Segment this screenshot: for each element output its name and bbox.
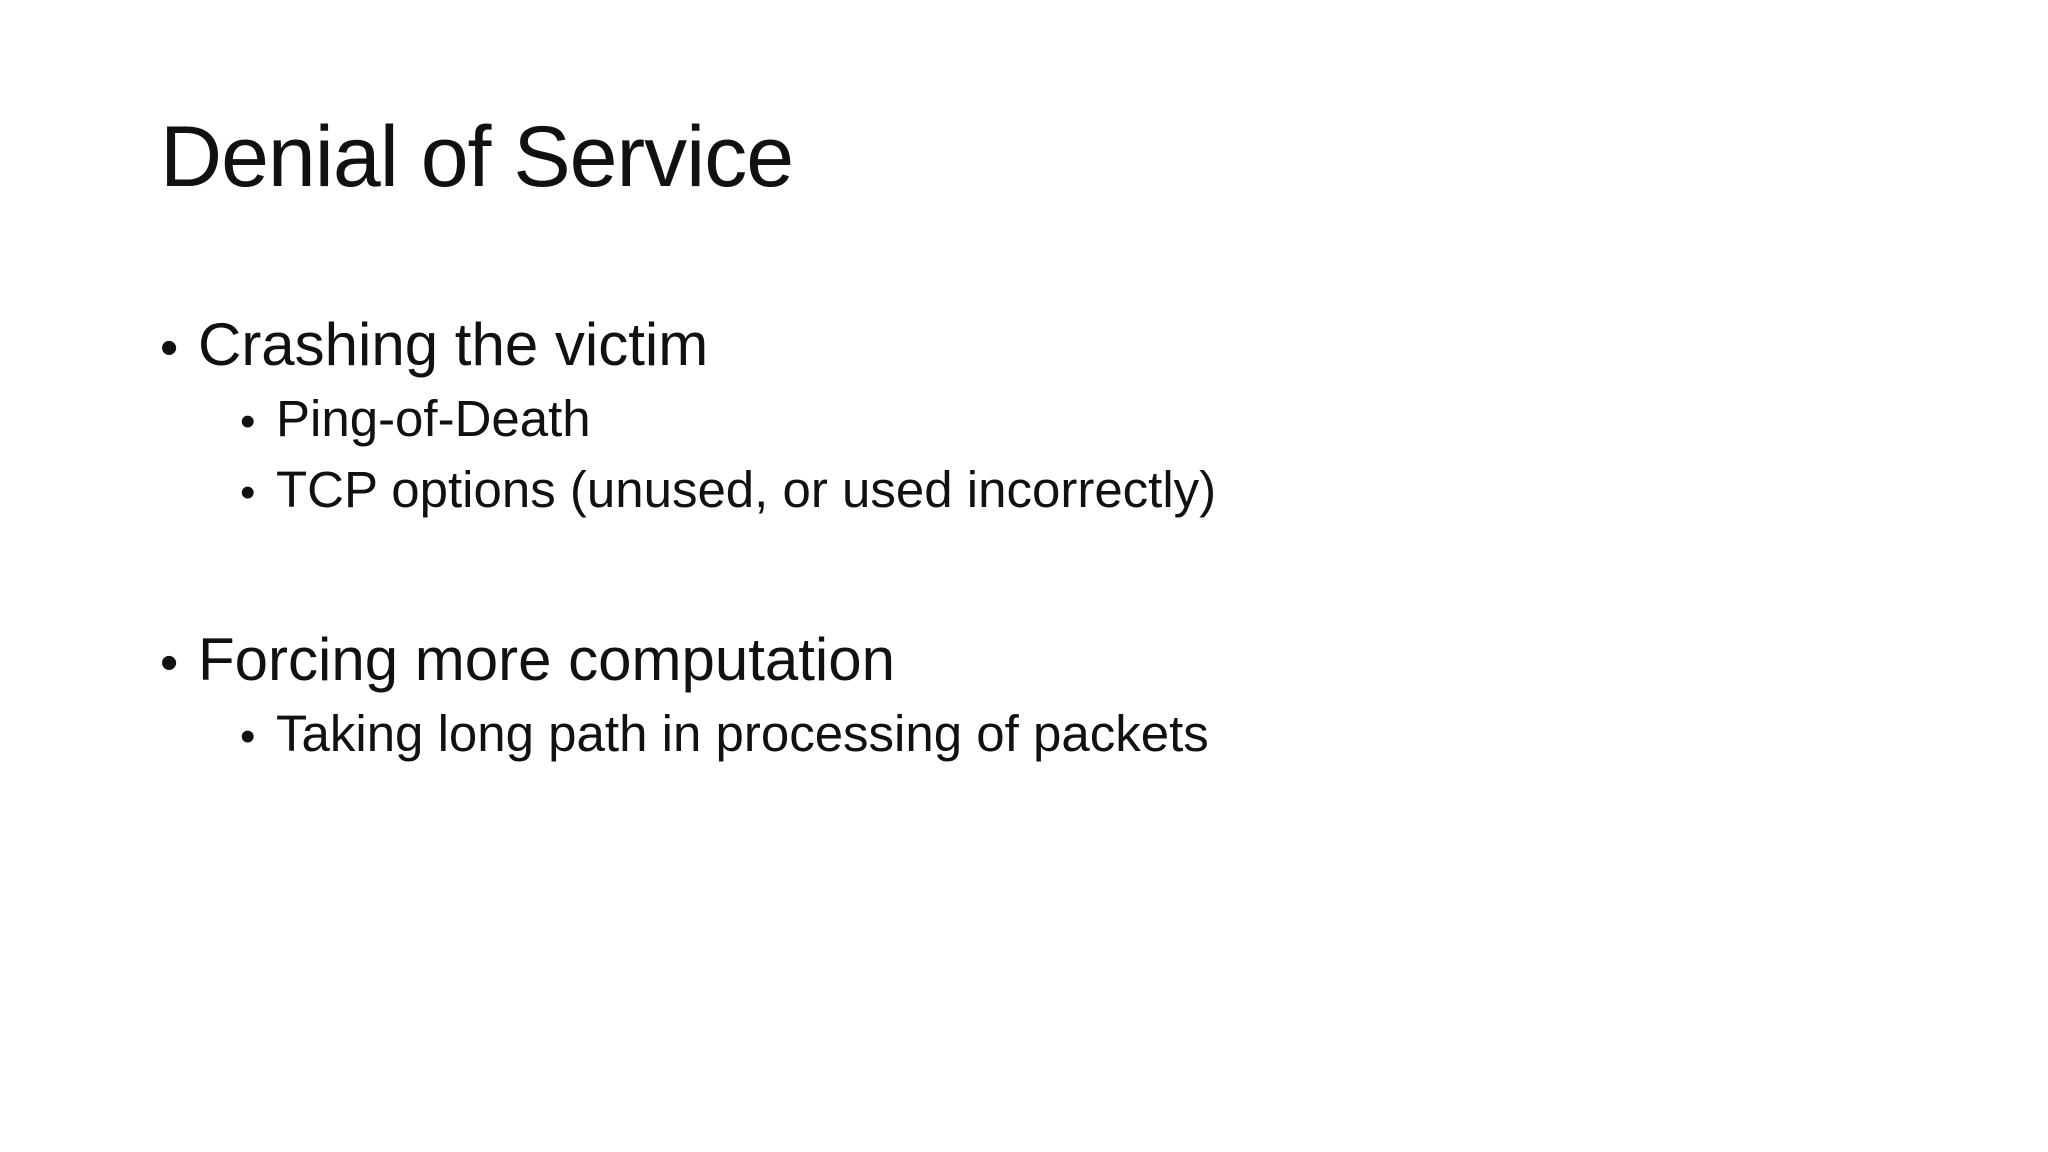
bullet-text: Forcing more computation <box>198 626 895 693</box>
bullet-item-ping-of-death: • Ping-of-Death <box>240 385 1988 456</box>
bullet-icon: • <box>160 319 179 377</box>
bullet-item-taking-long-path: • Taking long path in processing of pack… <box>240 700 1988 771</box>
bullet-text: Crashing the victim <box>198 311 709 378</box>
slide-title: Denial of Service <box>160 109 794 205</box>
group-spacer <box>160 527 1988 623</box>
bullet-icon: • <box>240 712 256 761</box>
bullet-text: Ping-of-Death <box>276 390 591 447</box>
bullet-icon: • <box>160 634 179 692</box>
bullet-item-tcp-options: • TCP options (unused, or used incorrect… <box>240 456 1988 527</box>
bullet-item-forcing-more-computation: • Forcing more computation <box>160 623 1988 700</box>
slide-body: • Crashing the victim • Ping-of-Death • … <box>160 308 1988 771</box>
bullet-icon: • <box>240 468 256 517</box>
bullet-text: Taking long path in processing of packet… <box>276 705 1209 762</box>
bullet-icon: • <box>240 397 256 446</box>
bullet-item-crashing-the-victim: • Crashing the victim <box>160 308 1988 385</box>
bullet-text: TCP options (unused, or used incorrectly… <box>276 461 1217 518</box>
